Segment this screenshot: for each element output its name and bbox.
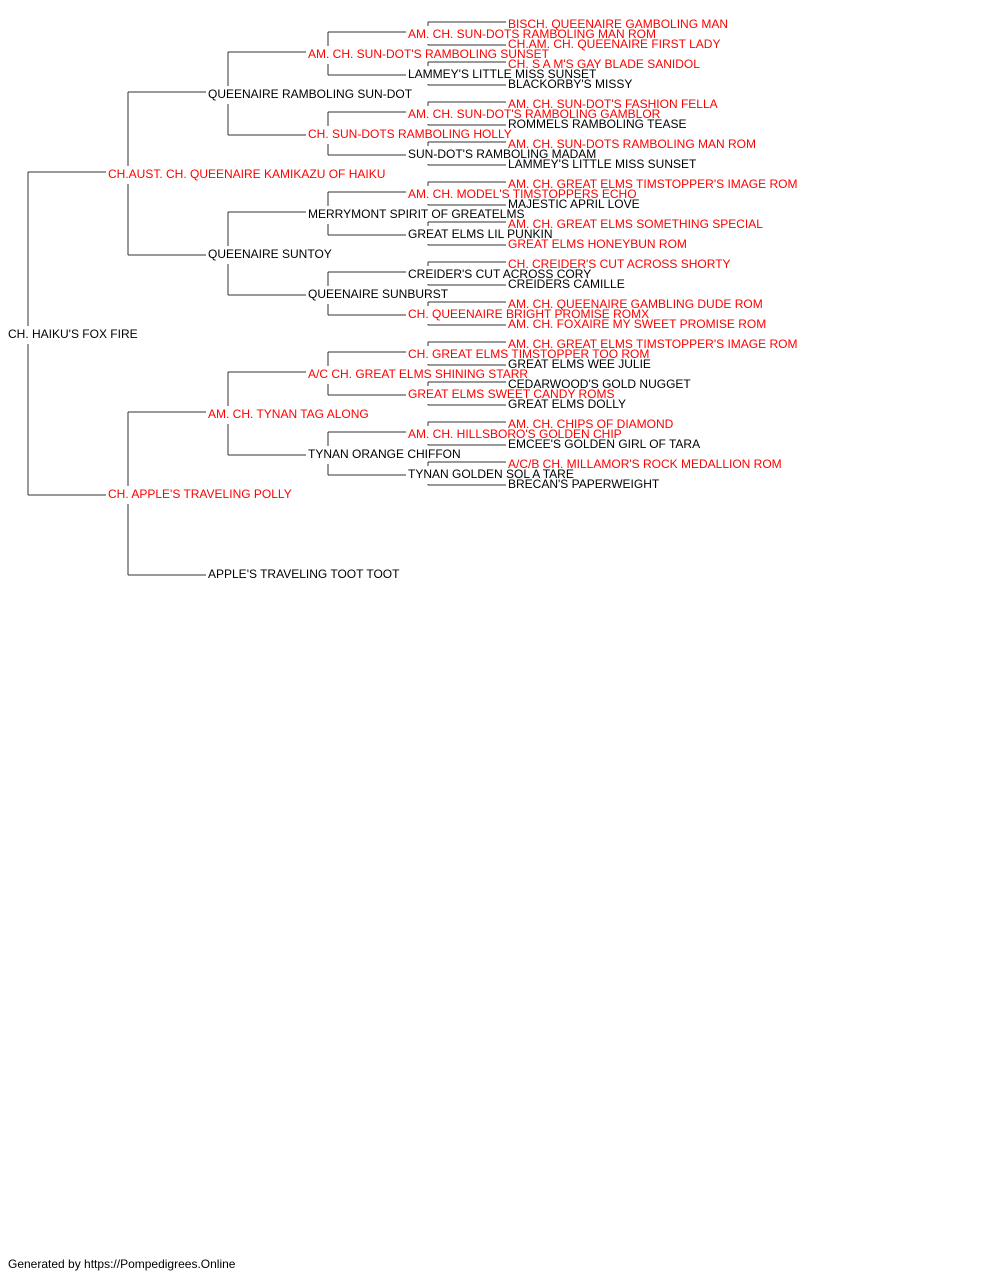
- pedigree-node: CH. GREAT ELMS TIMSTOPPER TOO ROM: [408, 347, 650, 361]
- pedigree-node: TYNAN ORANGE CHIFFON: [308, 447, 461, 461]
- pedigree-node: EMCEE'S GOLDEN GIRL OF TARA: [508, 437, 701, 451]
- pedigree-node: LAMMEY'S LITTLE MISS SUNSET: [508, 157, 697, 171]
- pedigree-node: CH.AUST. CH. QUEENAIRE KAMIKAZU OF HAIKU: [108, 167, 386, 181]
- pedigree-node: AM. CH. SUN-DOTS RAMBOLING MAN ROM: [508, 137, 757, 151]
- pedigree-node: CEDARWOOD'S GOLD NUGGET: [508, 377, 691, 391]
- pedigree-node: AM. CH. GREAT ELMS TIMSTOPPER'S IMAGE RO…: [508, 177, 798, 191]
- pedigree-node: CH. SUN-DOTS RAMBOLING HOLLY: [308, 127, 512, 141]
- pedigree-node: MAJESTIC APRIL LOVE: [508, 197, 640, 211]
- pedigree-node: AM. CH. MODEL'S TIMSTOPPERS ECHO: [408, 187, 637, 201]
- pedigree-node: LAMMEY'S LITTLE MISS SUNSET: [408, 67, 597, 81]
- pedigree-node: CH. CREIDER'S CUT ACROSS SHORTY: [508, 257, 731, 271]
- pedigree-node: AM. CH. SUN-DOT'S RAMBOLING GAMBLOR: [408, 107, 661, 121]
- pedigree-node: AM. CH. GREAT ELMS TIMSTOPPER'S IMAGE RO…: [508, 337, 798, 351]
- pedigree-node: BLACKORBY'S MISSY: [508, 77, 633, 91]
- pedigree-node: AM. CH. SUN-DOTS RAMBOLING MAN ROM: [408, 27, 657, 41]
- pedigree-node: QUEENAIRE SUNTOY: [208, 247, 332, 261]
- pedigree-node: CREIDER'S CUT ACROSS CORY: [408, 267, 592, 281]
- pedigree-node: AM. CH. SUN-DOT'S FASHION FELLA: [508, 97, 718, 111]
- pedigree-node: A/C CH. GREAT ELMS SHINING STARR: [308, 367, 529, 381]
- pedigree-node: GREAT ELMS HONEYBUN ROM: [508, 237, 687, 251]
- pedigree-node: A/C/B CH. MILLAMOR'S ROCK MEDALLION ROM: [508, 457, 782, 471]
- pedigree-node: TYNAN GOLDEN SOL A TARE: [408, 467, 574, 481]
- pedigree-node: AM. CH. SUN-DOT'S RAMBOLING SUNSET: [308, 47, 549, 61]
- pedigree-node: AM. CH. GREAT ELMS SOMETHING SPECIAL: [508, 217, 763, 231]
- pedigree-node: AM. CH. HILLSBORO'S GOLDEN CHIP: [408, 427, 622, 441]
- pedigree-node: CH.AM. CH. QUEENAIRE FIRST LADY: [508, 37, 721, 51]
- pedigree-node: ROMMELS RAMBOLING TEASE: [508, 117, 687, 131]
- pedigree-node: GREAT ELMS LIL PUNKIN: [408, 227, 553, 241]
- pedigree-node: GREAT ELMS WEE JULIE: [508, 357, 651, 371]
- pedigree-node: CH. QUEENAIRE BRIGHT PROMISE ROMX: [408, 307, 650, 321]
- pedigree-node: CH. HAIKU'S FOX FIRE: [8, 327, 138, 341]
- pedigree-node: AM. CH. QUEENAIRE GAMBLING DUDE ROM: [508, 297, 763, 311]
- pedigree-node: AM. CH. CHIPS OF DIAMOND: [508, 417, 674, 431]
- pedigree-node: QUEENAIRE SUNBURST: [308, 287, 449, 301]
- pedigree-node: MERRYMONT SPIRIT OF GREATELMS: [308, 207, 525, 221]
- pedigree-node: CH. APPLE'S TRAVELING POLLY: [108, 487, 292, 501]
- pedigree-node: BRECAN'S PAPERWEIGHT: [508, 477, 660, 491]
- pedigree-node: CREIDERS CAMILLE: [508, 277, 625, 291]
- pedigree-node: QUEENAIRE RAMBOLING SUN-DOT: [208, 87, 413, 101]
- pedigree-node: GREAT ELMS DOLLY: [508, 397, 627, 411]
- pedigree-node: APPLE'S TRAVELING TOOT TOOT: [208, 567, 400, 581]
- footer-credit: Generated by https://Pompedigrees.Online: [8, 1257, 236, 1271]
- pedigree-node: SUN-DOT'S RAMBOLING MADAM: [408, 147, 597, 161]
- pedigree-node: GREAT ELMS SWEET CANDY ROMS: [408, 387, 615, 401]
- pedigree-node: AM. CH. FOXAIRE MY SWEET PROMISE ROM: [508, 317, 767, 331]
- pedigree-node: BISCH. QUEENAIRE GAMBOLING MAN: [508, 17, 729, 31]
- pedigree-node: AM. CH. TYNAN TAG ALONG: [208, 407, 369, 421]
- pedigree-node: CH. S A M'S GAY BLADE SANIDOL: [508, 57, 700, 71]
